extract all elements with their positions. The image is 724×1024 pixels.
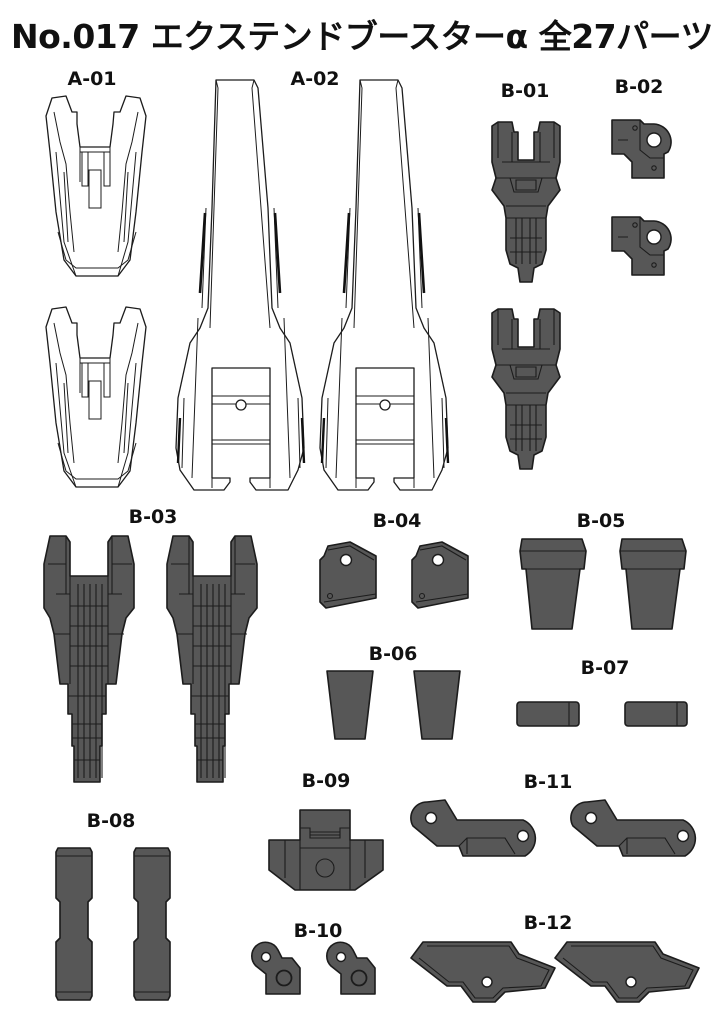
- part-b02-top: [611, 119, 672, 179]
- part-b02-bottom: [611, 216, 672, 276]
- label-b05: B-05: [576, 510, 626, 532]
- part-b11-left: [410, 799, 537, 857]
- label-b10: B-10: [293, 920, 343, 942]
- part-b04-left: [319, 541, 377, 609]
- sheet-title: No.017 エクステンドブースターα 全27パーツ: [11, 17, 713, 56]
- label-b12: B-12: [523, 912, 573, 934]
- part-b05-right: [619, 538, 687, 630]
- label-b04: B-04: [372, 510, 422, 532]
- label-b06: B-06: [368, 643, 418, 665]
- label-b03: B-03: [128, 506, 178, 528]
- part-b05-left: [519, 538, 587, 630]
- part-b10-right: [326, 941, 376, 995]
- part-b06-right: [413, 670, 461, 740]
- label-b01: B-01: [500, 80, 550, 102]
- label-b02: B-02: [614, 76, 664, 98]
- part-b09: [268, 809, 384, 891]
- part-b12-right: [554, 941, 700, 1003]
- part-b07-left: [516, 701, 580, 727]
- label-b07: B-07: [580, 657, 630, 679]
- part-b01-top: [491, 121, 561, 283]
- part-a02-right: [319, 79, 450, 491]
- part-b10-left: [251, 941, 301, 995]
- part-b03-right: [166, 535, 258, 783]
- part-b11-right: [570, 799, 697, 857]
- part-b04-right: [411, 541, 469, 609]
- label-a02: A-02: [290, 68, 340, 90]
- part-a01-top: [45, 95, 147, 277]
- label-b08: B-08: [86, 810, 136, 832]
- part-a01-bottom: [45, 306, 147, 488]
- part-b06-left: [326, 670, 374, 740]
- label-b11: B-11: [523, 771, 573, 793]
- label-a01: A-01: [67, 68, 117, 90]
- part-b07-right: [624, 701, 688, 727]
- part-b03-left: [43, 535, 135, 783]
- label-b09: B-09: [301, 770, 351, 792]
- part-a02-left: [175, 79, 306, 491]
- part-b08-left: [55, 847, 93, 1001]
- part-b01-bottom: [491, 308, 561, 470]
- part-b08-right: [133, 847, 171, 1001]
- part-b12-left: [410, 941, 556, 1003]
